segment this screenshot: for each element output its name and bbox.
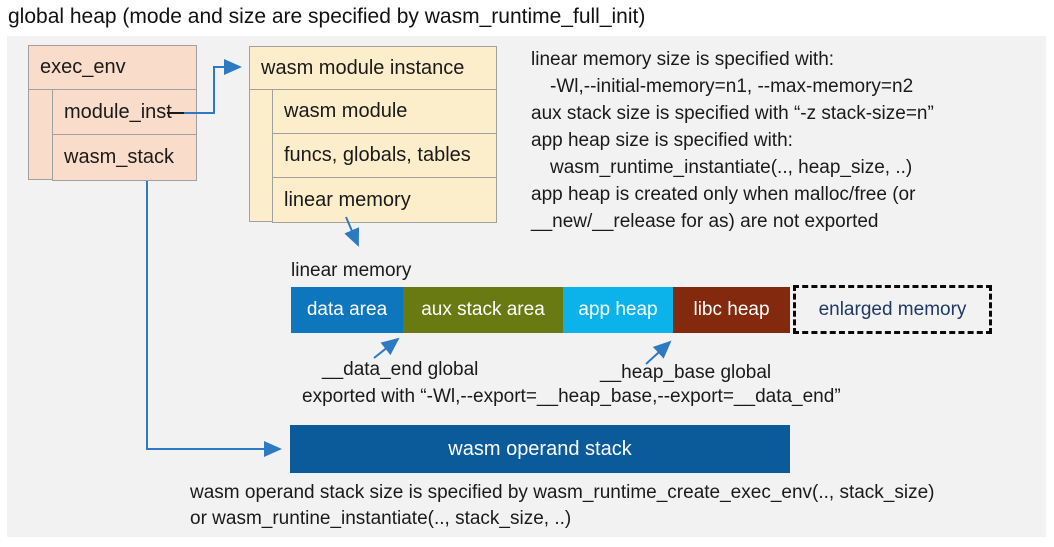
footer-line: wasm operand stack size is specified by …	[190, 482, 935, 503]
segment-enlarged-memory: enlarged memory	[793, 285, 992, 334]
module-instance-row-funcs-globals-tables: funcs, globals, tables	[272, 133, 497, 178]
segment-data-area: data area	[291, 287, 403, 333]
segment-aux-stack-area: aux stack area	[403, 287, 563, 333]
heap-base-global-label: __heap_base global	[600, 362, 772, 383]
module-instance-header: wasm module instance	[250, 47, 496, 90]
exec-env-row-wasm-stack: wasm_stack	[52, 134, 197, 181]
data-end-global-label: __data_end global	[322, 359, 479, 380]
info-line: linear memory size is specified with:	[531, 49, 835, 70]
module-instance-box: wasm module instance wasm module funcs, …	[249, 46, 497, 223]
diagram-title: global heap (mode and size are specified…	[8, 5, 646, 28]
exec-env-header: exec_env	[29, 46, 196, 90]
operand-stack-info-text: wasm operand stack size is specified by …	[190, 480, 1050, 532]
exec-env-row-module-inst: module_inst	[52, 89, 197, 135]
footer-line: or wasm_runtine_instantiate(.., stack_si…	[190, 508, 572, 529]
wasm-operand-stack-bar: wasm operand stack	[290, 425, 790, 473]
segment-app-heap: app heap	[563, 287, 673, 333]
module-instance-row-linear-memory: linear memory	[272, 177, 497, 223]
info-line: -Wl,--initial-memory=n1, --max-memory=n2	[550, 76, 914, 97]
info-line: __new/__release for as) are not exported	[531, 211, 879, 232]
info-line: app heap size is specified with:	[531, 130, 793, 151]
exported-flags-label: exported with “-Wl,--export=__heap_base,…	[302, 386, 841, 407]
info-line: aux stack size is specified with “-z sta…	[531, 103, 934, 124]
linear-memory-label: linear memory	[291, 260, 412, 281]
module-instance-row-wasm-module: wasm module	[272, 89, 497, 134]
segment-libc-heap: libc heap	[673, 287, 790, 333]
size-info-text: linear memory size is specified with: -W…	[531, 46, 1036, 235]
info-line: wasm_runtime_instantiate(.., heap_size, …	[550, 157, 913, 178]
exec-env-box: exec_env module_inst wasm_stack	[28, 45, 197, 181]
info-line: app heap is created only when malloc/fre…	[531, 184, 916, 205]
